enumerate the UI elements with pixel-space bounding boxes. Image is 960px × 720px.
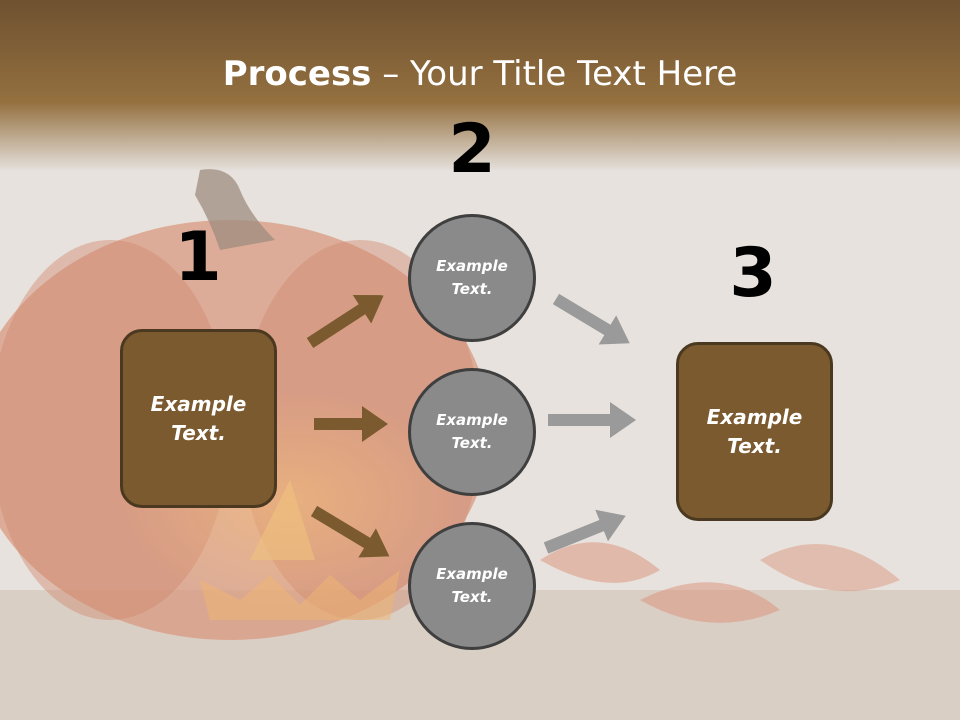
circle-middle: Example Text. [408, 368, 536, 496]
arrow-1-to-middle [314, 406, 388, 442]
step-box-1: Example Text. [120, 329, 277, 508]
title-rest: – Your Title Text Here [371, 54, 738, 94]
circle-bottom: Example Text. [408, 522, 536, 650]
circle-bottom-label: Example Text. [436, 565, 508, 606]
step-number-1: 1 [174, 218, 222, 297]
arrow-bottom-to-3 [543, 509, 626, 554]
circle-top-label: Example Text. [436, 257, 508, 298]
gray-arrows [543, 293, 636, 554]
page-title: Process – Your Title Text Here [0, 52, 960, 96]
arrow-middle-to-3 [548, 402, 636, 438]
step-box-1-label: Example Text. [150, 391, 247, 445]
arrow-top-to-3 [552, 293, 630, 345]
circle-middle-label: Example Text. [436, 411, 508, 452]
step-box-3: Example Text. [676, 342, 833, 521]
step-number-3: 3 [729, 234, 777, 313]
step-box-3-label: Example Text. [706, 404, 803, 458]
arrow-1-to-top [306, 294, 384, 349]
arrow-1-to-bottom [310, 505, 390, 558]
brown-arrows [306, 294, 390, 558]
step-number-2: 2 [448, 110, 496, 189]
title-strong: Process [222, 54, 372, 94]
circle-top: Example Text. [408, 214, 536, 342]
